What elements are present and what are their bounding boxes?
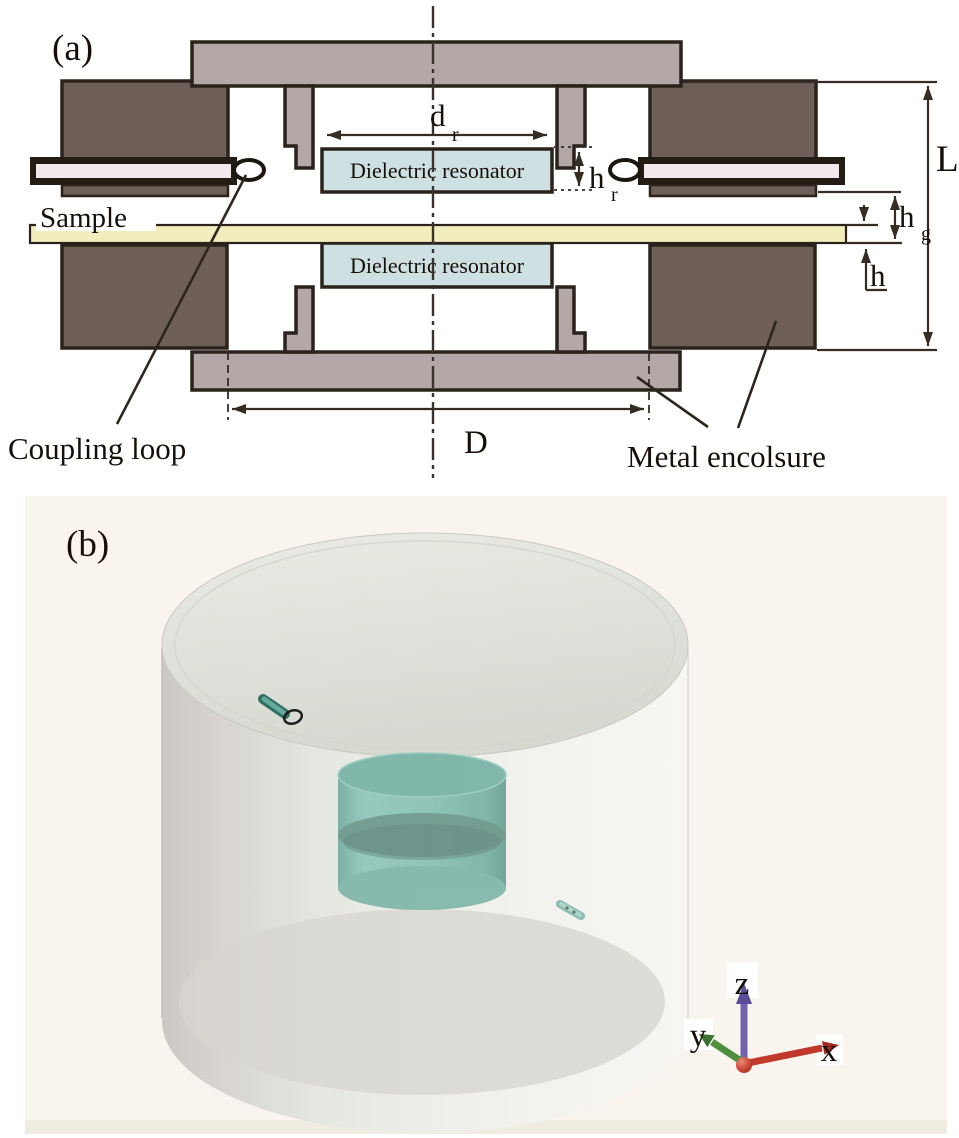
dimension-hg: h g xyxy=(818,190,931,245)
axis-x-arrow xyxy=(747,1041,839,1067)
coax-shield-right xyxy=(648,183,818,198)
axis-x-label: x xyxy=(821,1033,838,1069)
sample-label-plate xyxy=(36,202,156,231)
dim-hr-label: h xyxy=(589,160,605,195)
resonator-top-cap xyxy=(337,752,507,798)
metal-enclosure-label: Metal encolsure xyxy=(627,439,826,474)
axis-z-label: z xyxy=(735,966,750,1002)
dielectric-resonator-top-label: Dielectric resonator xyxy=(350,158,525,183)
resonator-bottom-cap xyxy=(338,866,506,910)
panel-b-tag: (b) xyxy=(66,524,109,565)
dim-dr-sub: r xyxy=(452,124,459,146)
axis-y-label: y xyxy=(690,1018,707,1054)
cavity-inner-rim xyxy=(174,540,676,750)
dimension-h: h xyxy=(846,205,887,293)
dim-hg-label: h xyxy=(899,199,915,234)
support-post-bottom-left xyxy=(283,285,315,354)
coupling-probe-left xyxy=(258,694,304,726)
sample-strip xyxy=(28,223,848,245)
panel-a-tag: (a) xyxy=(52,28,93,69)
dimension-L: L xyxy=(683,80,959,352)
cavity-bottom-plate xyxy=(190,350,682,392)
cavity-top-lid xyxy=(190,40,683,88)
panel-b-3d-model: z y x (b) xyxy=(25,496,947,1134)
coupling-loop-left xyxy=(232,158,266,182)
coax-line-right xyxy=(638,157,845,185)
support-post-top-right xyxy=(555,84,587,170)
dielectric-resonator-top xyxy=(320,147,554,194)
dim-dr-label: d xyxy=(430,98,446,133)
axis-y-arrow xyxy=(699,1034,743,1064)
enclosure-block-bottom-right xyxy=(648,243,817,350)
dim-L-label: L xyxy=(936,139,959,180)
coupling-loop-leader xyxy=(115,174,248,425)
coupling-probe-right xyxy=(556,900,585,920)
axes-origin-ball xyxy=(736,1057,752,1073)
axis-z-arrow xyxy=(736,983,752,1062)
dimension-hr: h r xyxy=(554,146,618,206)
resonator-gap-shadow xyxy=(343,824,501,860)
enclosure-block-top-left xyxy=(60,79,230,162)
coupling-loop-right xyxy=(608,158,642,182)
sample-label: Sample xyxy=(40,202,127,234)
dielectric-resonator-bottom-label: Dielectric resonator xyxy=(350,253,525,278)
metal-enclosure-leader-plate xyxy=(636,375,709,429)
dim-hg-sub: g xyxy=(921,223,931,245)
dim-hr-sub: r xyxy=(611,184,618,206)
coax-line-left xyxy=(30,157,237,185)
dim-D-label: D xyxy=(464,425,488,461)
panel-a-schematic: Dielectric resonator Dielectric resonato… xyxy=(8,6,959,478)
coupling-loop-label: Coupling loop xyxy=(8,431,186,466)
cavity-top-face xyxy=(161,532,689,758)
metal-enclosure-leader-block xyxy=(736,320,778,429)
coax-shield-left xyxy=(60,183,230,198)
cavity-floor-ellipse xyxy=(179,909,665,1095)
dimension-dr: d r xyxy=(327,98,547,146)
dielectric-resonator-3d xyxy=(337,752,507,910)
dim-h-label: h xyxy=(870,258,886,293)
support-post-top-left xyxy=(283,84,315,170)
support-post-bottom-right xyxy=(555,285,587,354)
enclosure-block-top-right xyxy=(648,79,818,162)
coordinate-axes: z y x xyxy=(684,962,843,1073)
